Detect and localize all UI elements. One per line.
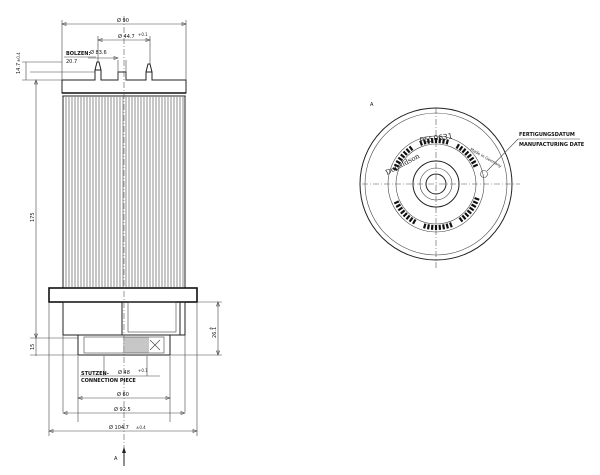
dim-total-height: 175 [30,212,36,222]
date-label-en: MANUFACTURING DATE [519,142,585,148]
top-view: A Donaldson P550631 Made in Germany FERT… [359,102,585,270]
dim-bolt-circle: Ø 83.6 [90,49,107,56]
date-stamp: FERTIGUNGSDATUM MANUFACTURING DATE [480,132,585,178]
outer-ring [359,107,513,261]
bottom-cap [48,287,198,356]
dim-top-height: 14.7 [16,63,22,74]
pleated-media [62,95,186,289]
outer-ring-inner [364,112,508,256]
bottom-hatch [123,337,149,353]
dim-inner-bore-tol: +0.1 [138,32,148,37]
date-label-de: FERTIGUNGSDATUM [519,132,575,138]
dim-d60: Ø 60 [117,391,129,398]
connection-label-en: CONNECTION PIECE [81,378,136,384]
view-arrow-a: A [114,447,126,466]
connection-label-de: STUTZEN- [81,371,109,377]
dim-bottom: Ø 60 Ø 92.5 Ø 104.7 ±0.4 [48,302,198,436]
dim-overall-tol: ±0.4 [136,425,146,430]
dim-inner-bore: Ø 44.7 +0.1 [97,32,151,64]
side-view: Ø 90 Ø 44.7 +0.1 BOLZEN: 20.7 Ø 83.6 14 [16,16,222,466]
center-hole [425,173,447,195]
dim-top-width-label: Ø 90 [117,17,129,24]
bayonet-lugs [392,138,480,230]
dim-top-width: Ø 90 [61,17,187,80]
bore-ring [412,160,460,208]
view-marker-top: A [370,102,374,108]
pleat-lines [65,97,184,287]
view-marker-side: A [114,456,118,462]
dim-inner-bore-label: Ø 44.7 [118,33,135,40]
dim-connection-tol: +0.1 [138,368,148,373]
dim-right: 26.1 ± [170,301,222,356]
dim-d92: Ø 92.5 [114,406,131,413]
dim-top-height-tol: ±0.4 [16,52,21,62]
dim-right-height: 26.1 [212,327,218,338]
seal-ring-inner [395,143,477,225]
dim-bottom-offset: 15 [30,344,36,350]
dim-connection: Ø 48 [118,369,130,376]
bore-ring-inner [419,167,453,201]
bolt-callout: BOLZEN: 20.7 Ø 83.6 [30,49,119,73]
dim-right-mark: ± [208,327,213,330]
dim-left: 14.7 ±0.4 175 15 [16,52,78,356]
bolt-label: BOLZEN: [66,51,90,57]
dim-overall: Ø 104.7 [109,424,129,431]
seal-ring [387,135,485,233]
bolt-value: 20.7 [66,59,77,65]
connection-callout: STUTZEN- CONNECTION PIECE Ø 48 +0.1 [80,356,160,384]
